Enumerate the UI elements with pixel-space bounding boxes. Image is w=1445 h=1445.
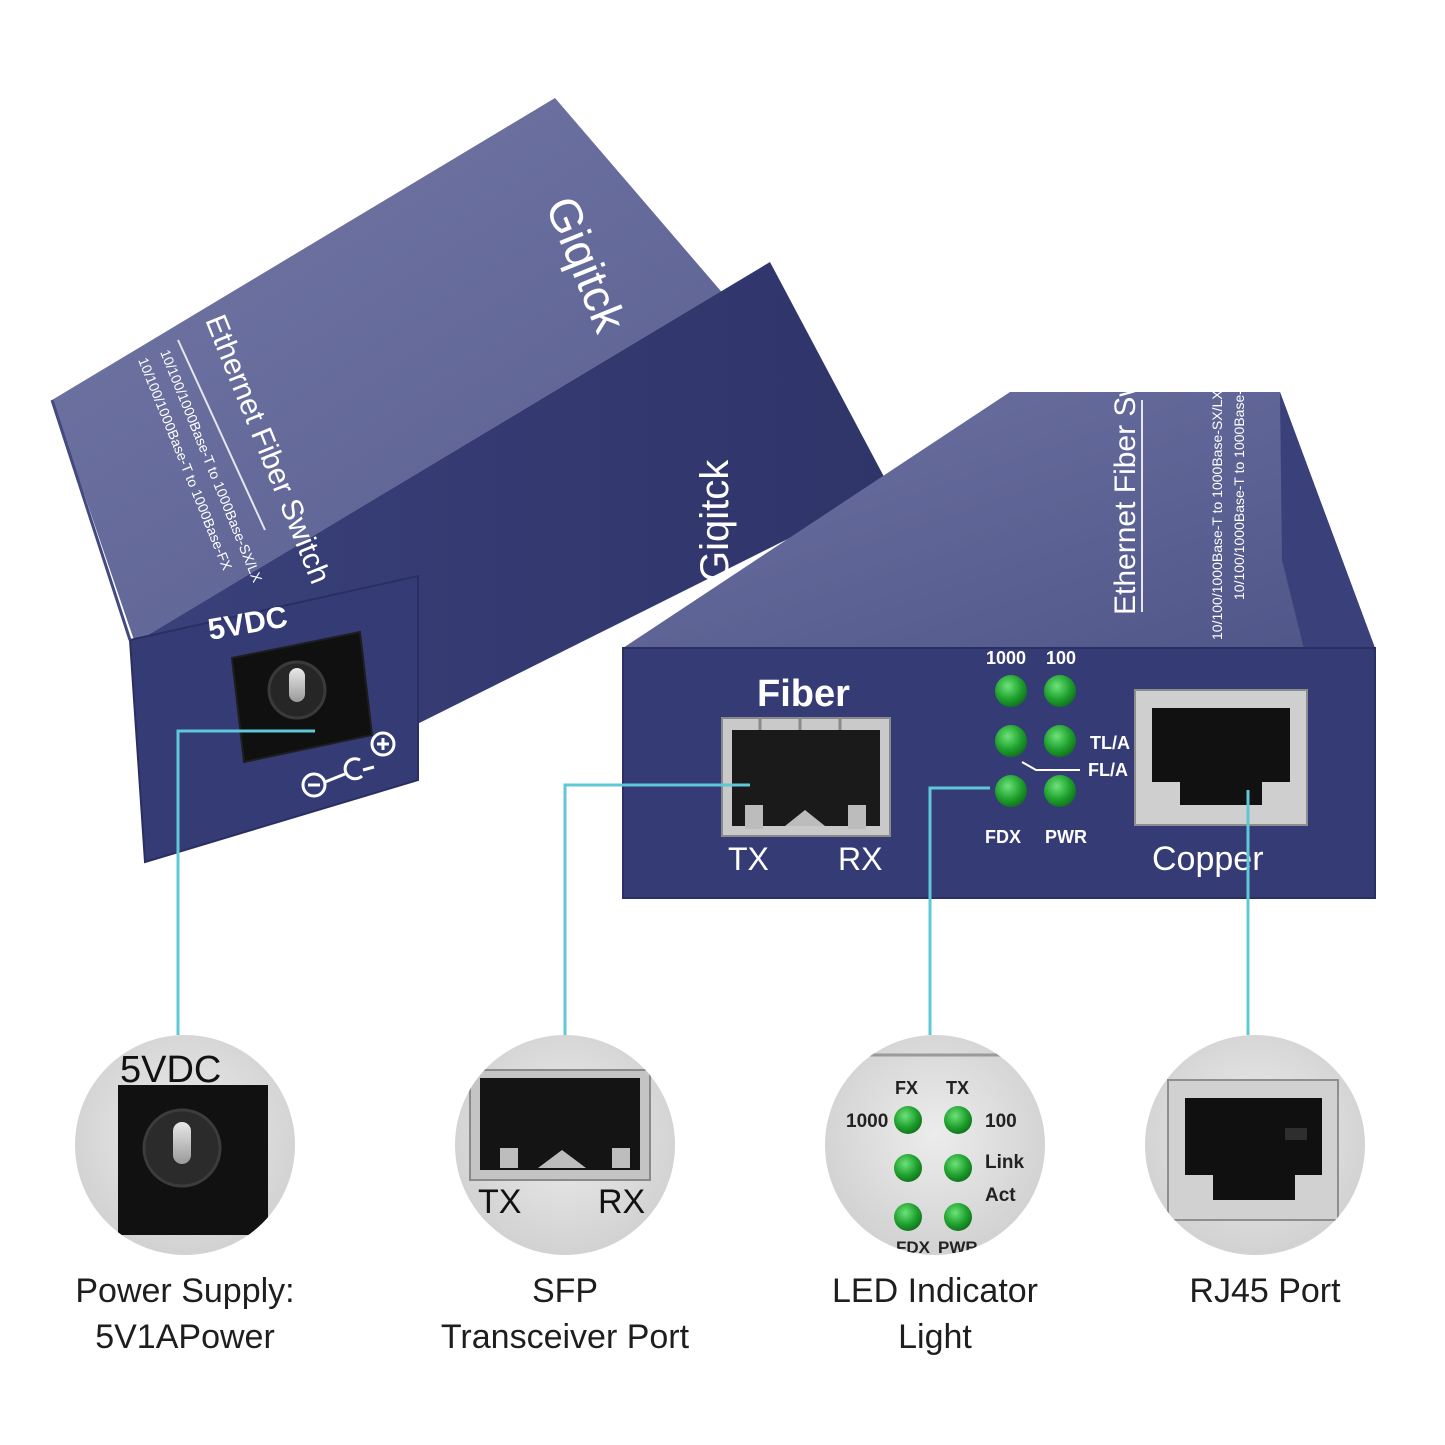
zoom-led-100 <box>944 1106 972 1134</box>
copper-label: Copper <box>1152 840 1264 878</box>
caption-rj45: RJ45 Port <box>1140 1268 1390 1314</box>
zoom-led-100-label: 100 <box>985 1111 1017 1132</box>
led-fdx <box>995 775 1027 807</box>
zoom-led-1000 <box>894 1106 922 1134</box>
caption-rj45-line-1: RJ45 Port <box>1189 1272 1341 1310</box>
zoom-led-link-left <box>894 1154 922 1182</box>
callout-line-power <box>176 729 315 1035</box>
led-pwr <box>1044 775 1076 807</box>
caption-power-line-1: Power Supply: <box>75 1272 295 1310</box>
sfp-tx-label: TX <box>728 841 769 877</box>
fiber-label: Fiber <box>757 673 850 715</box>
device-right: Giqitck Ethernet Fiber Switch 10/100/100… <box>622 328 1376 899</box>
zoom-led-act-label: Act <box>985 1185 1016 1206</box>
caption-led: LED Indicator Light <box>800 1268 1070 1360</box>
caption-power: Power Supply: 5V1APower <box>50 1268 320 1360</box>
caption-power-line-2: 5V1APower <box>95 1318 275 1356</box>
sfp-rx-label: RX <box>838 841 882 877</box>
device-right-top <box>623 392 1375 648</box>
zoom-power-label: 5VDC <box>120 1049 221 1091</box>
zoom-led-link <box>944 1154 972 1182</box>
zoom-sfp-tx: TX <box>478 1183 521 1221</box>
led-label-pwr: PWR <box>1045 827 1087 847</box>
led-label-100: 100 <box>1046 648 1076 668</box>
zoom-led-fdx <box>894 1203 922 1231</box>
device-right-spec-1: 10/100/1000Base-T to 1000Base-SX/LX <box>1209 390 1225 640</box>
led-fl-a <box>995 725 1027 757</box>
device-right-spec-2: 10/100/1000Base-T to 1000Base-FX <box>1231 372 1247 600</box>
zoom-led-pwr <box>944 1203 972 1231</box>
led-label-tla: TL/A <box>1090 733 1130 753</box>
zoom-led-link-label: Link <box>985 1152 1024 1173</box>
zoom-sfp-rx: RX <box>598 1183 645 1221</box>
sfp-port[interactable] <box>721 717 891 837</box>
zoom-led-1000-label: 1000 <box>846 1111 888 1132</box>
caption-led-line-1: LED Indicator <box>832 1272 1038 1310</box>
zoom-led-fx-label: FX <box>895 1078 918 1098</box>
caption-led-line-2: Light <box>898 1318 972 1356</box>
led-label-fla: FL/A <box>1088 760 1128 780</box>
rj45-port[interactable] <box>1134 689 1308 826</box>
zoom-rj45 <box>1145 1035 1365 1255</box>
led-100 <box>1044 675 1076 707</box>
zoom-led-tx-label: TX <box>946 1078 969 1098</box>
callout-line-sfp <box>563 783 750 1035</box>
led-label-fdx: FDX <box>985 827 1021 847</box>
caption-sfp-line-2: Transceiver Port <box>440 1318 690 1356</box>
caption-sfp-line-1: SFP <box>531 1272 599 1310</box>
device-right-model: Ethernet Fiber Switch <box>1109 328 1142 615</box>
zoom-power: 5VDC <box>75 1035 295 1255</box>
polarity-symbol <box>301 731 396 798</box>
device-right-brand: Giqitck <box>693 459 737 582</box>
zoom-sfp: TX RX <box>455 1035 675 1255</box>
callout-line-led <box>928 786 990 1035</box>
callout-lines <box>176 729 1250 1035</box>
led-tl-a <box>1044 725 1076 757</box>
zoom-led: FDX PWR FX TX 1000 100 Link Act <box>825 1035 1045 1257</box>
zoom-led-fdx-label: FDX <box>896 1238 931 1257</box>
caption-sfp: SFP Transceiver Port <box>410 1268 720 1360</box>
led-1000 <box>995 675 1027 707</box>
zoom-led-pwr-label: PWR <box>938 1238 978 1257</box>
led-label-1000: 1000 <box>986 648 1026 668</box>
